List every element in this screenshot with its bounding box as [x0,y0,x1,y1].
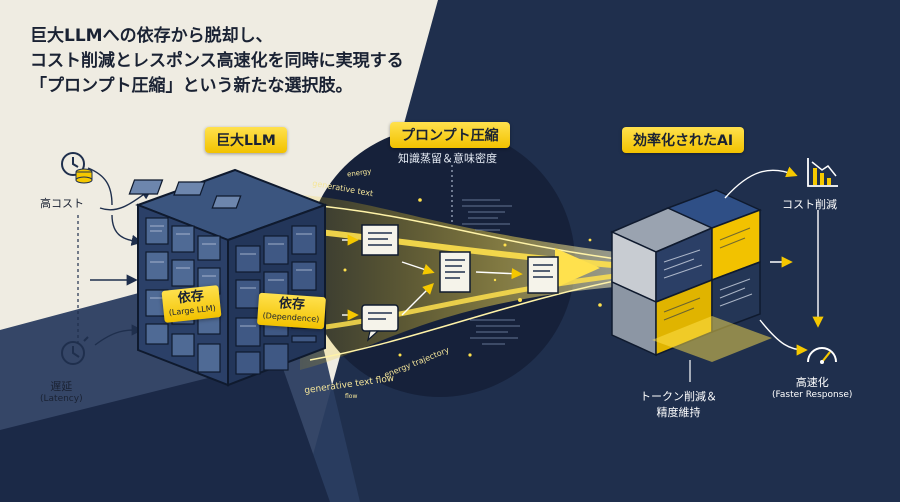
code-snippet [462,199,520,345]
connector [94,324,143,346]
sparkles [343,198,602,357]
efficient-ai-tag: 効率化されたAI [622,127,745,153]
document-icon [361,224,399,256]
chart-down-icon [807,158,838,187]
energy-trail [309,204,641,263]
connector [475,268,523,280]
stopwatch-icon [61,336,89,365]
headline-line-2: コスト削減とレスポンス高速化を同時に実現する [30,51,404,71]
large-llm-cube [128,168,328,387]
token-line-1: トークン削減＆ [640,390,717,403]
headline: 巨大LLMへの依存から脱却し、 コスト削減とレスポンス高速化を同時に実現する 「… [30,24,404,99]
latency-subtitle: (Latency) [40,394,83,404]
floor-panel-dark [0,360,330,502]
speed-label: 高速化 (Faster Response) [772,374,852,400]
dependency-label-large-llm: 依存 (Large LLM) [161,285,222,323]
connector [87,167,113,206]
clock-icon [61,152,85,176]
dependency-subtitle: (Dependence) [262,311,320,324]
efficient-ai-cube [610,189,772,362]
connector [401,283,434,316]
latency-label: 遅延 (Latency) [40,378,83,404]
token-reduction-label: トークン削減＆ 精度維持 [640,388,717,420]
energy-trail [309,275,641,361]
dependency-label-dependence: 依存 (Dependence) [256,292,326,330]
speedometer-icon [807,347,837,364]
headline-line-1: 巨大LLMへの依存から脱却し、 [30,26,273,46]
document-icon [439,251,471,293]
speed-title: 高速化 [795,376,829,389]
prompt-compression-tag: プロンプト圧縮 [390,122,510,148]
big-arrow-head [555,248,600,288]
latency-title: 遅延 [50,380,73,393]
energy-beam-core [299,269,651,333]
connector [759,319,808,356]
dependency-subtitle: (Large LLM) [168,303,217,318]
token-line-2: 精度維持 [656,406,701,419]
compression-subtitle: 知識蒸留＆意味密度 [398,152,497,165]
speed-subtitle: (Faster Response) [772,390,853,400]
connector [724,166,798,199]
connector [401,261,435,275]
document-icon [527,256,559,294]
flow-label: flow [345,393,358,400]
chat-bubble-icon [361,304,399,342]
headline-line-3: 「プロンプト圧縮」という新たな選択肢。 [30,76,353,96]
high-cost-label: 高コスト [40,197,84,210]
cost-reduction-label: コスト削減 [782,198,837,211]
large-llm-tag: 巨大LLM [205,127,287,153]
coin-stack-icon [75,168,93,184]
